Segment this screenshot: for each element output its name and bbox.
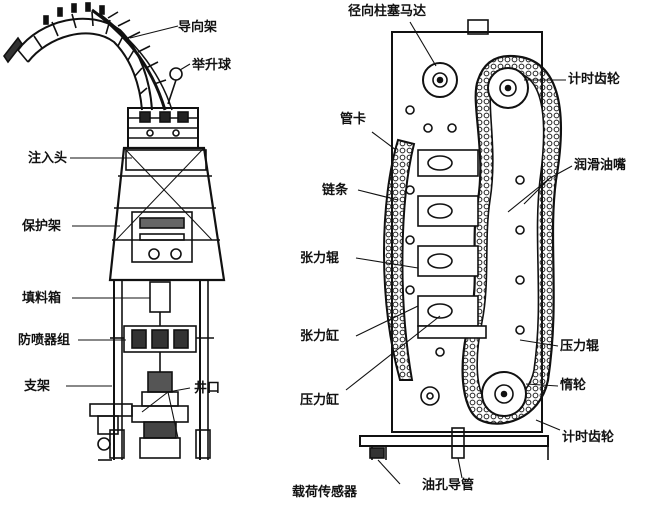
label-timing-gear-bottom: 计时齿轮 — [562, 430, 615, 445]
label-wellhead: 井口 — [194, 381, 221, 396]
label-timing-gear-top: 计时齿轮 — [568, 72, 621, 87]
small-bolts — [405, 105, 525, 406]
label-guide-frame: 导向架 — [178, 20, 218, 35]
radial-piston-motor-shape — [422, 62, 458, 98]
right-injector-detail — [359, 19, 562, 460]
right-leader-lines — [345, 21, 573, 485]
bop-stack-shape — [110, 325, 214, 372]
bottom-timing-gear-shape — [481, 371, 527, 417]
label-radial-piston-motor: 径向柱塞马达 — [348, 4, 427, 19]
label-oil-hole-conduit: 油孔导管 — [422, 478, 475, 493]
label-chain: 链条 — [322, 183, 349, 198]
label-support: 支架 — [24, 379, 51, 394]
label-blowout-preventer: 防喷器组 — [18, 333, 71, 348]
roller-blocks — [417, 149, 487, 339]
injection-head-shape — [127, 107, 199, 149]
label-lift-ball: 举升球 — [192, 58, 232, 73]
label-stuffing-box: 填料箱 — [22, 291, 62, 306]
label-protective-frame: 保护架 — [22, 219, 62, 234]
left-chain-shape — [383, 138, 416, 381]
label-lube-nozzle: 润滑油嘴 — [574, 158, 627, 173]
top-timing-gear-shape — [487, 67, 529, 109]
label-tension-cylinder: 张力缸 — [300, 329, 340, 344]
label-tension-roller: 张力辊 — [300, 251, 340, 266]
protective-frame-shape — [108, 146, 226, 282]
label-pressure-roller: 压力辊 — [560, 339, 600, 354]
label-injection-head: 注入头 — [28, 151, 68, 166]
stuffing-box-shape — [149, 281, 171, 313]
label-load-sensor: 载荷传感器 — [292, 485, 358, 500]
left-leader-lines — [66, 25, 191, 439]
left-injector-assembly — [3, 2, 226, 461]
label-pressure-cylinder: 压力缸 — [300, 393, 340, 408]
label-idler: 惰轮 — [560, 378, 587, 393]
guide-frame-shape — [3, 2, 173, 111]
label-pipe-clamp: 管卡 — [340, 112, 367, 127]
wellhead-shape — [89, 371, 189, 461]
